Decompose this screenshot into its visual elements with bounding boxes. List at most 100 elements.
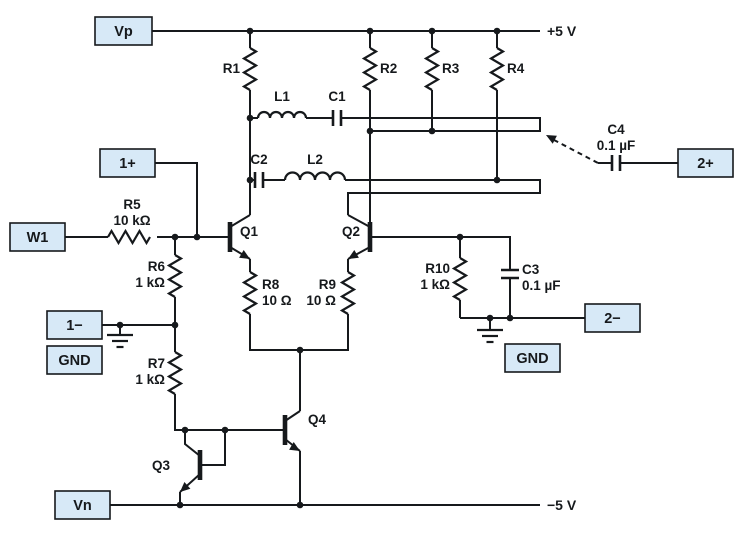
resistor-R9: R9 10 Ω [306,271,357,315]
resistor-R1: R1 [223,47,259,91]
inductor-coil [283,171,347,181]
resistor-value: 1 kΩ [420,277,450,292]
capacitor-value: 0.1 µF [597,138,636,153]
transistor-Q3: Q3 [152,430,226,493]
junction-dot [246,114,254,122]
junction-dot [366,27,374,35]
emitter-arrow [348,250,359,259]
resistor-ref: R10 [425,261,450,276]
junction-dot [366,127,374,135]
wire [249,314,349,351]
resistor-R8: R8 10 Ω [241,271,292,315]
terminal-w1: W1 [9,222,66,252]
transistor-ref: Q1 [240,224,259,239]
terminal-vp: Vp [94,16,153,46]
junction-dot [171,233,179,241]
resistor-ref: R9 [319,277,336,292]
resistor-value: 1 kΩ [135,275,165,290]
inductor-coil [256,110,308,119]
emitter-arrow [180,482,191,492]
junction-dot [171,321,179,329]
transistor-ref: Q2 [342,224,360,239]
resistor-zigzag [107,228,151,246]
terminal-gnd-right: GND [504,343,561,373]
resistor-R3: R3 [423,47,460,91]
terminal-1minus: 1− [46,310,103,340]
resistor-ref: R5 [123,197,141,212]
terminal-box [504,343,561,373]
probe-arrowhead [546,135,557,144]
capacitor-C2: C2 [250,152,268,188]
junction-dot [246,176,254,184]
resistor-value: 10 kΩ [113,213,150,228]
resistor-ref: R1 [223,61,241,76]
capacitor-ref: C1 [328,89,346,104]
resistor-R2: R2 [361,47,397,91]
resistor-value: 1 kΩ [135,372,165,387]
resistor-zigzag [488,47,506,91]
wire [370,236,511,270]
probe-dashed-lead [553,139,599,164]
resistor-ref: R7 [148,356,165,371]
resistor-zigzag [423,47,441,91]
junction-dot [116,321,124,329]
resistor-ref: R2 [380,61,397,76]
wires [65,31,585,505]
negative-rail-label: −5 V [547,497,577,513]
resistor-zigzag [241,47,259,91]
junction-dots [116,27,514,509]
resistor-R4: R4 [488,47,525,91]
capacitor-ref: C2 [250,152,267,167]
inductor-ref: L1 [274,89,290,104]
transistor-Q1: Q1 [227,214,259,260]
terminal-box [46,345,103,375]
terminal-label: 1− [66,318,83,334]
junction-dot [181,426,189,434]
terminal-1plus: 1+ [99,148,156,178]
resistor-ref: R6 [148,259,166,274]
resistor-R10: R10 1 kΩ [420,257,469,301]
terminal-vn: Vn [54,490,111,520]
inductor-ref: L2 [307,152,323,167]
emitter-arrow [289,442,300,451]
transistor-ref: Q3 [152,458,171,473]
terminal-label: GND [58,353,90,369]
terminal-label: W1 [27,230,49,246]
junction-dot [193,233,201,241]
junction-dot [486,314,494,322]
resistor-value: 10 Ω [306,293,336,308]
resistor-zigzag [339,271,357,315]
resistor-ref: R3 [442,61,460,76]
junction-dot [428,27,436,35]
terminal-label: GND [516,351,548,367]
inductor-L2: L2 [283,152,347,181]
resistor-R7: R7 1 kΩ [135,351,184,395]
capacitor-ref: C3 [522,262,540,277]
emitter-arrow [239,250,250,259]
terminal-2plus: 2+ [677,148,734,178]
junction-dot [506,314,514,322]
capacitor-value: 0.1 µF [522,278,561,293]
transistor-collector [184,430,201,457]
transistor-ref: Q4 [308,412,327,427]
resistor-zigzag [241,271,259,315]
wire [155,162,198,237]
transistor-Q4: Q4 [282,410,327,452]
inductor-L1: L1 [256,89,308,119]
terminal-box [677,148,734,178]
wire [345,179,541,215]
resistor-ref: R4 [507,61,525,76]
transistor-Q2: Q2 [342,214,373,260]
junction-dot [428,127,436,135]
transistor-base-lead [200,430,226,466]
resistor-zigzag [166,254,184,298]
junction-dot [456,233,464,241]
ground-symbol-right [477,318,503,344]
transistor-collector [229,214,251,228]
terminal-box [9,222,66,252]
transistor-collector [347,214,371,228]
junction-dot [246,27,254,35]
transistor-collector [284,410,301,422]
